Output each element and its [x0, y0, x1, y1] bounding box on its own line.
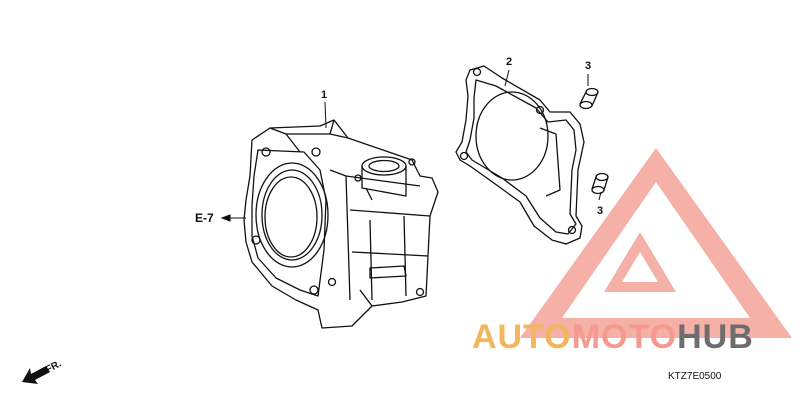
- diagram-code: KTZ7E0500: [668, 371, 722, 382]
- watermark-hub: HUB: [677, 318, 754, 356]
- gasket-drawing: [455, 65, 585, 245]
- callout-dowel-bottom: 3: [597, 205, 604, 217]
- leader-lines: [324, 69, 602, 201]
- watermark-moto: MOTO: [571, 318, 678, 356]
- watermark-auto: AUTO: [472, 318, 572, 356]
- watermark-text: AUTOMOTOHUB: [472, 318, 754, 358]
- section-reference-label: E-7: [195, 211, 214, 225]
- cylinder-drawing: [243, 119, 439, 329]
- reference-arrow-icon: [220, 214, 246, 222]
- front-arrow-icon: [22, 366, 50, 384]
- dowel-pin-bottom: [591, 172, 609, 195]
- callout-dowel-top: 3: [585, 60, 592, 72]
- callout-gasket: 2: [506, 56, 513, 68]
- dowel-pin-top: [579, 87, 599, 110]
- watermark-triangle: [520, 148, 792, 338]
- callout-cylinder: 1: [321, 89, 328, 101]
